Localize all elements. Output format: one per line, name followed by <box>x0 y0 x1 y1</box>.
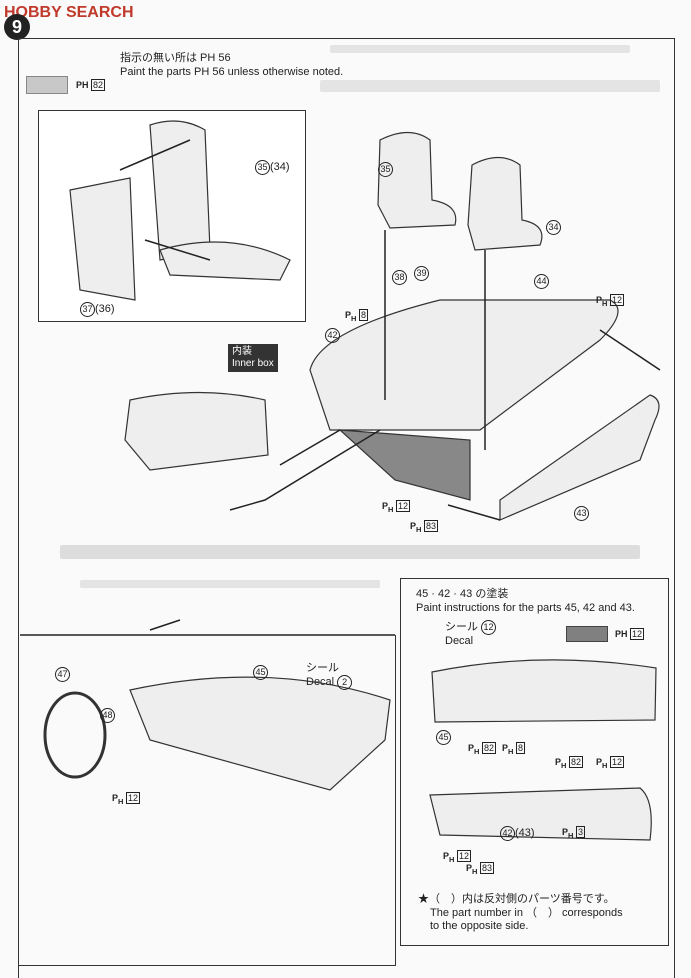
part-label-37-36: 37(36) <box>80 302 115 317</box>
paint-ref-ph12: PH 12 <box>615 628 645 640</box>
part-label-43: 43 <box>574 506 589 521</box>
paint-ref-ph3: PH 3 <box>562 826 585 840</box>
paint-instructions-box <box>400 578 669 946</box>
paint-ref-ph83: PH 83 <box>410 520 438 534</box>
part-label-48: 48 <box>100 708 115 723</box>
part-label-42-43: 42(43) <box>500 826 535 841</box>
color-swatch-light <box>26 76 68 94</box>
color-swatch-dark <box>566 626 608 642</box>
paint-ref-ph8: PH 8 <box>345 309 368 323</box>
header-en: Paint the parts PH 56 unless otherwise n… <box>120 66 344 78</box>
paint-box-title-en: Paint instructions for the parts 45, 42 … <box>416 602 635 614</box>
paint-box-title-jp: 45 · 42 · 43 の塗装 <box>416 588 509 600</box>
paint-ref-ph12: PH 12 <box>112 792 140 806</box>
logo: HOBBY SEARCH <box>4 4 134 21</box>
paint-ref-ph8: PH 8 <box>502 742 525 756</box>
footnote-en-1: The part number in （ ） corresponds <box>430 907 623 919</box>
part-label-39: 39 <box>414 266 429 281</box>
paint-ref-ph82: PH 82 <box>468 742 496 756</box>
part-label-35: 35 <box>378 162 393 177</box>
footnote-en-2: to the opposite side. <box>430 920 529 932</box>
part-label-45: 45 <box>436 730 451 745</box>
step-frame <box>18 38 675 978</box>
part-label-47: 47 <box>55 667 70 682</box>
part-label-35-34: 35(34) <box>255 160 290 175</box>
part-label-44: 44 <box>534 274 549 289</box>
part-label-45: 45 <box>253 665 268 680</box>
header-jp: 指示の無い所は PH 56 <box>120 52 231 64</box>
footnote-jp: ★（ ）内は反対側のパーツ番号です。 <box>418 893 615 905</box>
paint-ref-ph12: PH 12 <box>382 500 410 514</box>
dashboard-detail-box <box>18 635 396 966</box>
part-label-38: 38 <box>392 270 407 285</box>
paint-ref-ph12: PH 12 <box>443 850 471 864</box>
part-label-42: 42 <box>325 328 340 343</box>
paint-ref-ph83: PH 83 <box>466 862 494 876</box>
paint-ref-ph12: PH 12 <box>596 756 624 770</box>
paint-ref-ph82: PH 82 <box>555 756 583 770</box>
paint-ref-ph12: PH 12 <box>596 294 624 308</box>
step-number: 9 <box>4 14 30 40</box>
part-label-34: 34 <box>546 220 561 235</box>
paint-ref: PH 82 <box>76 79 106 91</box>
